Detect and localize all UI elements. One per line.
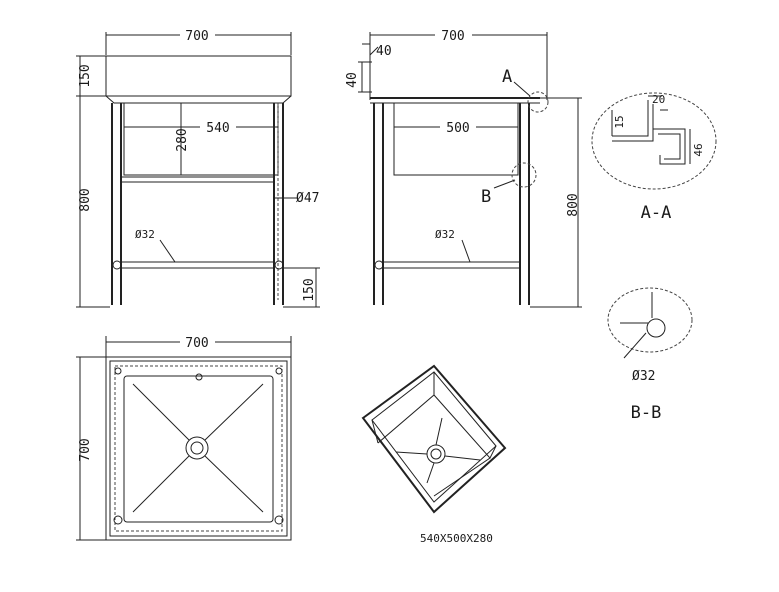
side-bowl-label: 500 bbox=[446, 121, 469, 136]
front-leg-label: Ø47 bbox=[296, 191, 319, 206]
front-top-label: 150 bbox=[78, 64, 93, 87]
side-lip-height-label: 40 bbox=[345, 72, 360, 88]
front-bowl-width-label: 540 bbox=[206, 121, 229, 136]
detail-a: 20 15 46 A-A bbox=[591, 92, 717, 223]
marker-a-label: A bbox=[502, 67, 512, 87]
top-depth-label: 700 bbox=[78, 438, 93, 461]
side-width-label: 700 bbox=[441, 29, 464, 44]
front-bottom-label: 150 bbox=[302, 278, 317, 301]
bowl-isometric: 540X500X280 bbox=[361, 364, 507, 545]
front-width-label: 700 bbox=[185, 29, 208, 44]
side-rail-label: Ø32 bbox=[435, 228, 455, 241]
marker-b-label: B bbox=[481, 187, 491, 207]
detail-b-label: Ø32 bbox=[632, 369, 655, 384]
front-rail-label: Ø32 bbox=[135, 228, 155, 241]
front-view: 700 540 280 Ø32 Ø47 150 bbox=[76, 29, 320, 308]
front-height-label: 800 bbox=[78, 188, 93, 211]
front-bowl-depth-label: 280 bbox=[175, 128, 190, 151]
detail-a-dim-46: 46 bbox=[692, 143, 705, 156]
top-view: 700 700 bbox=[76, 336, 292, 541]
bowl-caption: 540X500X280 bbox=[420, 532, 493, 545]
side-view: 700 40 40 500 Ø32 A B bbox=[345, 29, 582, 308]
top-width-label: 700 bbox=[185, 336, 208, 351]
side-lip-width-label: 40 bbox=[376, 44, 392, 59]
detail-b: Ø32 B-B bbox=[607, 287, 693, 423]
detail-a-dim-15: 15 bbox=[613, 115, 626, 128]
detail-a-dim-20: 20 bbox=[652, 93, 665, 106]
side-height-label: 800 bbox=[566, 193, 581, 216]
detail-b-title: B-B bbox=[631, 403, 662, 423]
detail-a-title: A-A bbox=[641, 203, 672, 223]
